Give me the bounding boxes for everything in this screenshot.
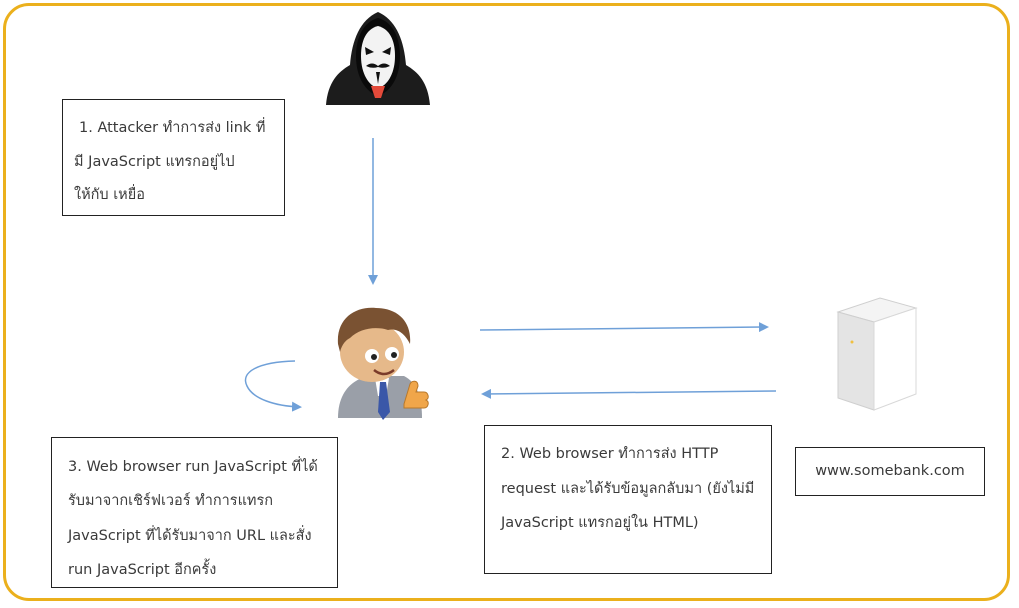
step2-line-2: request และได้รับข้อมูลกลับมา (ยังไม่มี bbox=[501, 481, 755, 497]
arrow-response-to-browser bbox=[481, 388, 777, 399]
server-label-box: www.somebank.com bbox=[795, 447, 985, 496]
step2-line-1: 2. Web browser ทำการส่ง HTTP bbox=[501, 446, 719, 462]
step3-line-2: รับมาจากเชิร์ฟเวอร์ ทำการแทรก bbox=[68, 493, 274, 509]
step1-line-2: มี JavaScript แทรกอยู่ไป bbox=[74, 154, 235, 170]
hooded-hacker-mask-icon bbox=[326, 12, 430, 105]
step2-textbox: 2. Web browser ทำการส่ง HTTP request และ… bbox=[484, 425, 772, 574]
step1-line-3: ให้กับ เหยื่อ bbox=[74, 187, 145, 203]
victim-user-thumbs-up-icon bbox=[337, 307, 429, 420]
step3-line-1: 3. Web browser run JavaScript ที่ได้ bbox=[68, 459, 318, 475]
arrow-self-execute-loop bbox=[244, 360, 302, 412]
step3-line-4: run JavaScript อีกครั้ง bbox=[68, 562, 217, 578]
server-tower-icon bbox=[836, 297, 918, 411]
step1-line-1: 1. Attacker ทำการส่ง link ที่ bbox=[79, 120, 266, 136]
step2-line-3: JavaScript แทรกอยู่ใน HTML) bbox=[501, 515, 699, 531]
step3-textbox: 3. Web browser run JavaScript ที่ได้ รับ… bbox=[51, 437, 338, 588]
arrow-request-to-server bbox=[479, 322, 769, 333]
step1-textbox: 1. Attacker ทำการส่ง link ที่ มี JavaScr… bbox=[62, 99, 285, 216]
step3-line-3: JavaScript ที่ได้รับมาจาก URL และสั่ง bbox=[68, 528, 312, 544]
server-label: www.somebank.com bbox=[815, 463, 965, 479]
